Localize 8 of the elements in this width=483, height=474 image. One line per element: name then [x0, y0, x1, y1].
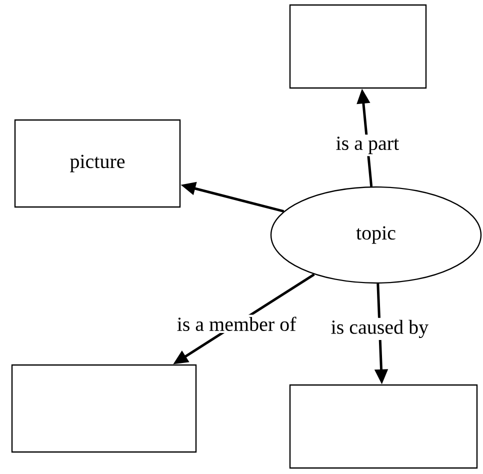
- edge-label: is a part: [334, 134, 402, 156]
- ellipse-node: topic: [270, 186, 482, 284]
- edge-label: is caused by: [328, 318, 431, 340]
- edge-label: is a member of: [174, 314, 298, 334]
- box: [289, 4, 427, 89]
- box: [11, 364, 197, 453]
- box: picture: [14, 119, 181, 208]
- box: [289, 384, 478, 469]
